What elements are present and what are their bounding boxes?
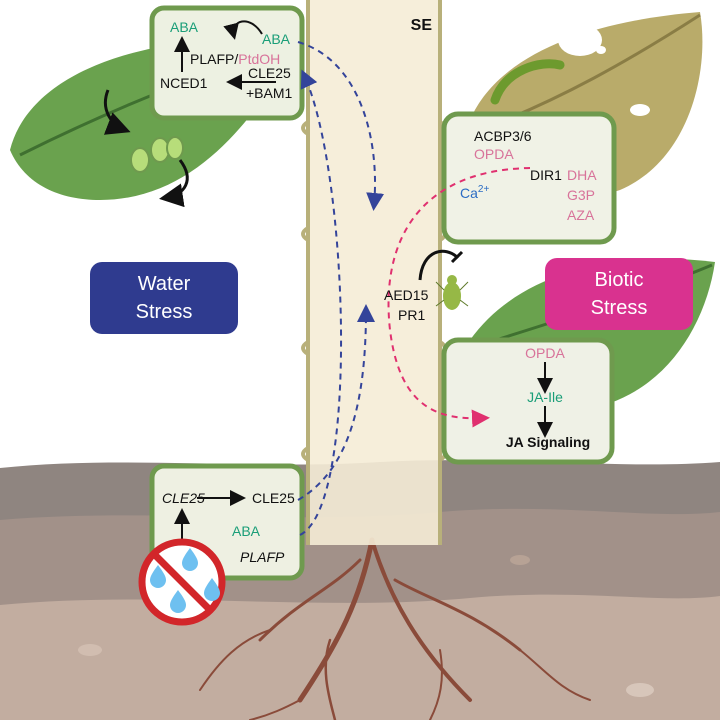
g3p-label: G3P	[567, 187, 595, 203]
calcium-text: Ca	[460, 185, 478, 201]
ja-ile-label: JA-Ile	[527, 389, 563, 405]
biotic-stress-line2: Stress	[591, 297, 648, 319]
aed15-label: AED15	[384, 287, 429, 303]
biotic-stress-line1: Biotic	[595, 269, 644, 291]
cle25-leaf-label: CLE25	[248, 65, 291, 81]
water-stress-line1: Water	[138, 273, 191, 295]
caterpillar	[490, 59, 565, 105]
calcium-sup: 2+	[478, 184, 490, 195]
cle25-peptide-label: CLE25	[252, 490, 295, 506]
acbp-label: ACBP3/6	[474, 128, 532, 144]
water-stress-line2: Stress	[136, 301, 193, 323]
aphid	[435, 275, 469, 310]
sieve-element-column	[301, 0, 447, 545]
aba-root-label: ABA	[232, 523, 261, 539]
ptdoh-label: PtdOH	[238, 51, 280, 67]
pr1-label: PR1	[398, 307, 425, 323]
calcium-label: Ca2+	[460, 184, 489, 201]
plafp-label: PLAFP/	[190, 51, 238, 67]
stomata	[130, 136, 184, 173]
dir1-label: DIR1	[530, 167, 562, 183]
dha-label: DHA	[567, 167, 597, 183]
roots	[199, 537, 591, 720]
plafp-root-label: PLAFP	[240, 549, 285, 565]
leaf-cell-right	[441, 111, 617, 245]
ja-signaling-label: JA Signaling	[506, 434, 590, 450]
plafp-ptdoh-label: PLAFP/PtdOH	[190, 51, 280, 67]
black-arrows	[103, 20, 553, 540]
aba-label-right: ABA	[262, 31, 291, 47]
opda-right-label: OPDA	[474, 146, 514, 162]
leaf-cell-top	[149, 5, 305, 121]
water-stress-badge	[90, 262, 238, 334]
aba-label-left: ABA	[170, 19, 199, 35]
bam1-label: +BAM1	[246, 85, 293, 101]
opda-ja-label: OPDA	[525, 345, 565, 361]
dashed-arrows	[297, 41, 531, 536]
biotic-stress-badge	[545, 258, 693, 330]
nced1-label: NCED1	[160, 75, 208, 91]
cle25-gene-label: CLE25	[162, 490, 205, 506]
ja-cell	[441, 337, 615, 465]
sieve-element-label: SE	[411, 17, 433, 34]
no-water-icon	[138, 538, 226, 626]
aza-label: AZA	[567, 207, 595, 223]
